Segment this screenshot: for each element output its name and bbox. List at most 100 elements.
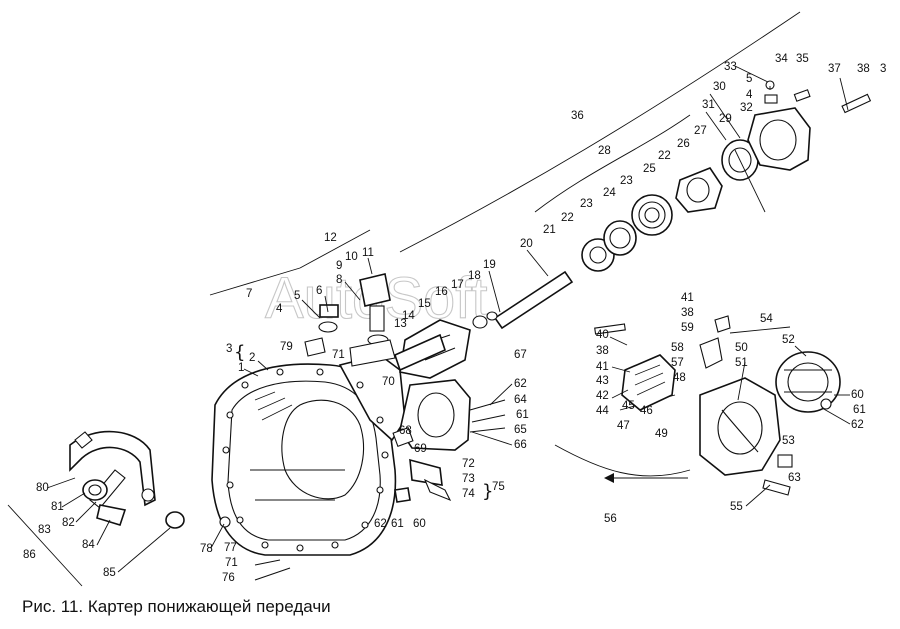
assembly-line-54 bbox=[729, 326, 791, 334]
callout-63: 63 bbox=[788, 472, 801, 484]
callout-53: 53 bbox=[782, 435, 795, 447]
callout-68: 68 bbox=[399, 425, 412, 437]
callout-85: 85 bbox=[103, 567, 116, 579]
callout-67: 67 bbox=[514, 349, 527, 361]
assembly-line-36 bbox=[399, 11, 801, 253]
callout-26: 26 bbox=[677, 138, 690, 150]
callout-82: 82 bbox=[62, 517, 75, 529]
callout-58: 58 bbox=[671, 342, 684, 354]
callout-2: 2 bbox=[249, 352, 255, 364]
callout-23: 23 bbox=[580, 198, 593, 210]
callout-45: 45 bbox=[622, 400, 635, 412]
callout-77: 77 bbox=[224, 542, 237, 554]
callout-57: 57 bbox=[671, 357, 684, 369]
callout-62: 62 bbox=[851, 419, 864, 431]
callout-22b: 22 bbox=[658, 150, 671, 162]
assembly-line-12 bbox=[299, 229, 371, 269]
callout-86: 86 bbox=[23, 549, 36, 561]
shift-cover-parts bbox=[304, 273, 471, 379]
callout-12: 12 bbox=[324, 232, 337, 244]
callout-35: 35 bbox=[796, 53, 809, 65]
callout-72: 72 bbox=[462, 458, 475, 470]
callout-33: 33 bbox=[724, 61, 737, 73]
callout-38c: 38 bbox=[681, 307, 694, 319]
callout-60b: 60 bbox=[413, 518, 426, 530]
callout-80: 80 bbox=[36, 482, 49, 494]
callout-78: 78 bbox=[200, 543, 213, 555]
callout-34: 34 bbox=[775, 53, 788, 65]
callout-15: 15 bbox=[418, 298, 431, 310]
callout-1: 1 bbox=[238, 362, 244, 374]
assembly-line-56 bbox=[554, 444, 691, 477]
callout-16: 16 bbox=[435, 286, 448, 298]
callout-64: 64 bbox=[514, 394, 527, 406]
assembly-line-28 bbox=[534, 114, 691, 213]
callout-54: 54 bbox=[760, 313, 773, 325]
bearings-22-27 bbox=[603, 139, 759, 256]
callout-38b: 38 bbox=[596, 345, 609, 357]
callout-62c: 62 bbox=[374, 518, 387, 530]
callout-17: 17 bbox=[451, 279, 464, 291]
callout-55: 55 bbox=[730, 501, 743, 513]
callout-83: 83 bbox=[38, 524, 51, 536]
callout-37: 37 bbox=[828, 63, 841, 75]
callout-11: 11 bbox=[362, 247, 374, 259]
callout-49: 49 bbox=[655, 428, 668, 440]
callout-13: 13 bbox=[394, 318, 407, 330]
callout-3b: 3 bbox=[880, 63, 886, 75]
callout-41b: 41 bbox=[681, 292, 694, 304]
callout-36: 36 bbox=[571, 110, 584, 122]
callout-5: 5 bbox=[294, 290, 300, 302]
valve-block-42 bbox=[594, 315, 731, 411]
housing-77 bbox=[211, 354, 406, 556]
figure-caption: Рис. 11. Картер понижающей передачи bbox=[22, 597, 331, 616]
callout-61b: 61 bbox=[516, 409, 529, 421]
callout-70: 70 bbox=[382, 376, 395, 388]
callout-84: 84 bbox=[82, 539, 95, 551]
callout-28: 28 bbox=[598, 145, 611, 157]
callout-51: 51 bbox=[735, 357, 748, 369]
callout-44: 44 bbox=[596, 405, 609, 417]
callout-62b: 62 bbox=[514, 378, 527, 390]
callout-9: 9 bbox=[336, 260, 342, 272]
callout-73: 73 bbox=[462, 473, 475, 485]
callout-19: 19 bbox=[483, 259, 496, 271]
callout-20: 20 bbox=[520, 238, 533, 250]
callout-25: 25 bbox=[643, 163, 656, 175]
callout-65: 65 bbox=[514, 424, 527, 436]
callout-61c: 61 bbox=[391, 518, 404, 530]
brace-72-74: } bbox=[482, 481, 493, 502]
arrowhead-56 bbox=[604, 473, 614, 483]
callout-7: 7 bbox=[246, 288, 252, 300]
callout-4b: 4 bbox=[746, 89, 753, 101]
callout-69: 69 bbox=[414, 443, 427, 455]
callout-74: 74 bbox=[462, 488, 475, 500]
callout-4: 4 bbox=[276, 303, 283, 315]
callout-48: 48 bbox=[673, 372, 686, 384]
callout-52: 52 bbox=[782, 334, 795, 346]
callout-61: 61 bbox=[853, 404, 866, 416]
callout-8: 8 bbox=[336, 274, 342, 286]
callout-18: 18 bbox=[468, 270, 481, 282]
callout-31: 31 bbox=[702, 99, 715, 111]
callout-43: 43 bbox=[596, 375, 609, 387]
shift-fork-80 bbox=[69, 430, 185, 529]
callout-50: 50 bbox=[735, 342, 748, 354]
callout-41: 41 bbox=[596, 361, 609, 373]
rear-housing-51 bbox=[699, 351, 841, 496]
callout-46: 46 bbox=[640, 405, 653, 417]
callout-38: 38 bbox=[857, 63, 870, 75]
callout-10: 10 bbox=[345, 251, 358, 263]
callout-27: 27 bbox=[694, 125, 707, 137]
brace-2-3: { bbox=[234, 342, 245, 363]
callout-76: 76 bbox=[222, 572, 235, 584]
callout-3: 3 bbox=[226, 343, 232, 355]
callout-40: 40 bbox=[596, 329, 609, 341]
callout-5b: 5 bbox=[746, 73, 752, 85]
callout-71b: 71 bbox=[225, 557, 238, 569]
callout-labels: 1 2 3 4 5 6 7 8 9 10 11 12 13 14 15 16 1… bbox=[23, 53, 886, 584]
callout-71: 71 bbox=[332, 349, 345, 361]
rear-cover-32 bbox=[747, 80, 872, 171]
callout-81: 81 bbox=[51, 501, 64, 513]
callout-42: 42 bbox=[596, 390, 609, 402]
